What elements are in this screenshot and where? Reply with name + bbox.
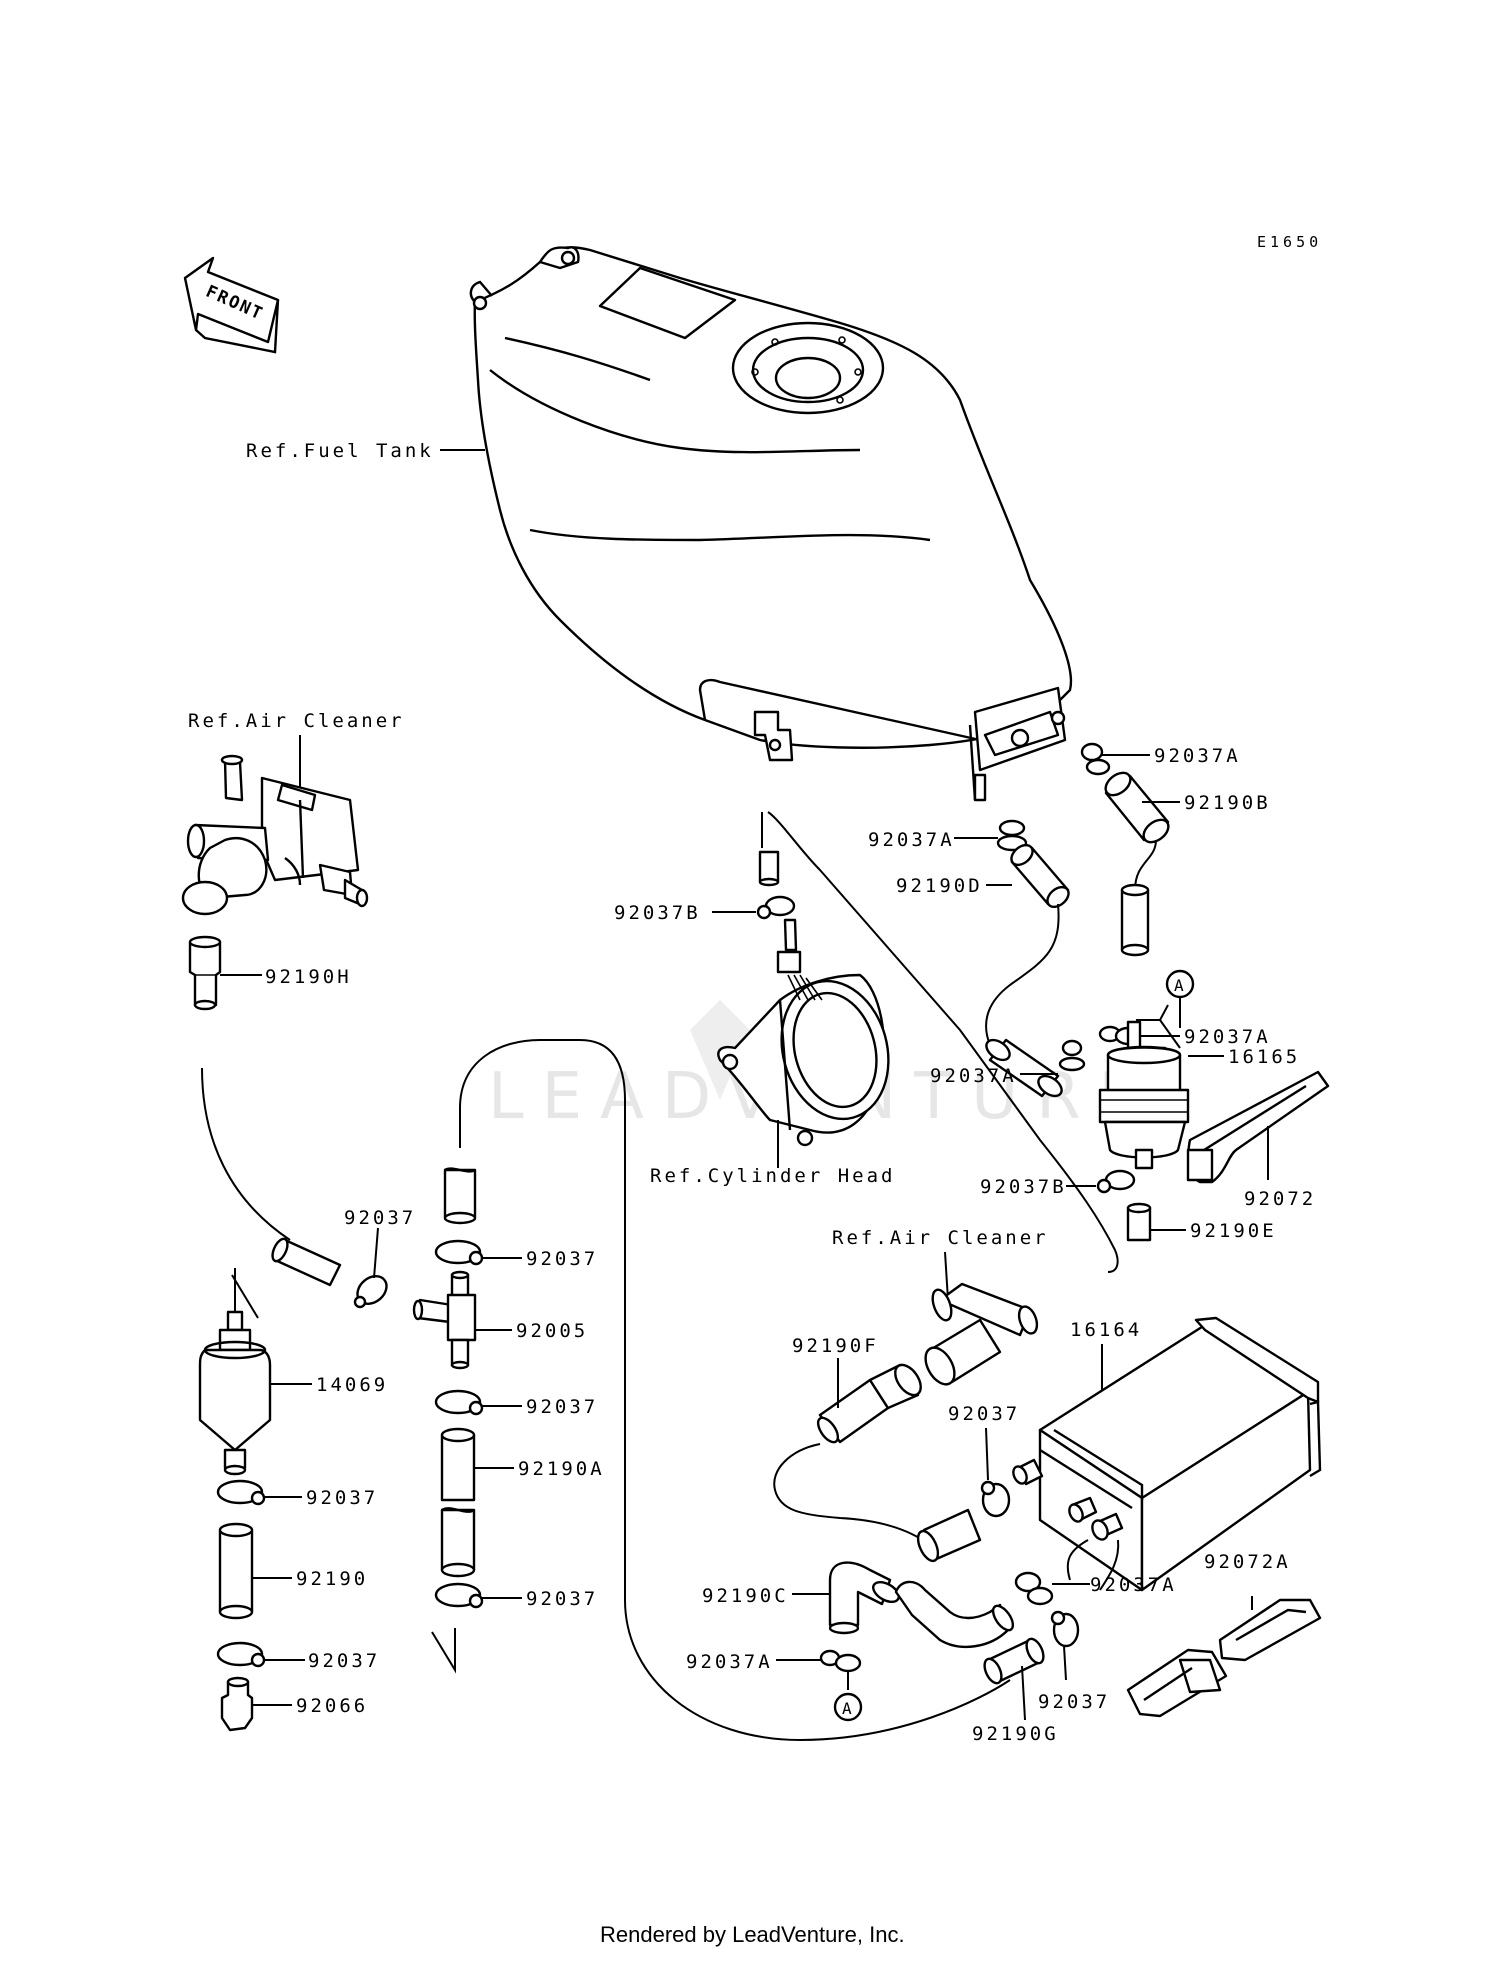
canister-16164	[1012, 1316, 1322, 1592]
hose-92190G	[983, 1637, 1045, 1685]
fuel-tank	[469, 246, 1073, 802]
label-92190D: 92190D	[896, 875, 983, 897]
marker-a-2	[833, 1692, 863, 1722]
arrow-line-14069	[231, 1274, 259, 1319]
hose-canister-link	[916, 1508, 982, 1563]
clamp-92037-g	[980, 1480, 1011, 1518]
ref-fuel-tank-label: Ref.Fuel Tank	[246, 440, 434, 462]
label-92037A-5: 92037A	[1090, 1574, 1177, 1596]
leader-92037-1	[373, 1227, 379, 1279]
ref-air-cleaner-label-1: Ref.Air Cleaner	[188, 710, 405, 732]
leader-air-cleaner-2	[944, 1251, 949, 1301]
leader-16165-top	[1136, 1004, 1181, 1049]
label-92066: 92066	[296, 1695, 368, 1717]
clamp-92037A-d	[1058, 1039, 1086, 1072]
clamp-92037-h	[1050, 1610, 1080, 1648]
diagram-code: E1650	[1257, 233, 1322, 251]
label-92190E: 92190E	[1190, 1220, 1277, 1242]
strap-92072A	[1126, 1598, 1322, 1718]
hose-line-92190D	[985, 903, 1060, 1046]
hose-92190F	[816, 1363, 922, 1444]
footer-credit: Rendered by LeadVenture, Inc.	[600, 1922, 905, 1947]
hose-line-center	[459, 1039, 1011, 1742]
separator-16165	[1098, 1020, 1190, 1170]
label-92190H: 92190H	[265, 966, 352, 988]
tee-joint-92005	[412, 1270, 477, 1370]
label-92037-3: 92037	[526, 1396, 598, 1418]
label-92037-8: 92037	[1038, 1691, 1110, 1713]
label-92037A-1: 92037A	[1154, 745, 1241, 767]
label-92037B-2: 92037B	[980, 1176, 1067, 1198]
label-92037-4: 92037	[526, 1588, 598, 1610]
label-92037-5: 92037	[306, 1487, 378, 1509]
hose-92190	[218, 1522, 254, 1620]
label-92037-2: 92037	[526, 1248, 598, 1270]
label-circle-a-1: A	[1174, 976, 1184, 995]
label-92072A: 92072A	[1204, 1551, 1291, 1573]
label-92072: 92072	[1244, 1188, 1316, 1210]
label-92037-6: 92037	[308, 1650, 380, 1672]
hose-line-cylinder	[767, 811, 1119, 1273]
label-92037B-1: 92037B	[614, 902, 701, 924]
leader-92190G	[1021, 1665, 1026, 1721]
hose-line-canister-2	[1099, 1539, 1120, 1591]
clamp-92037-d	[434, 1239, 484, 1266]
hose-92190B	[1104, 771, 1170, 844]
hose-92190E	[1126, 1202, 1152, 1242]
hose-line-92190B	[1134, 839, 1157, 891]
clamp-92037-a	[353, 1275, 388, 1309]
label-92190C: 92190C	[702, 1585, 789, 1607]
front-arrow-icon: FRONT	[183, 256, 280, 354]
clamp-92037-e	[434, 1389, 484, 1416]
label-92037A-3: 92037A	[1184, 1026, 1271, 1048]
label-16164: 16164	[1070, 1319, 1142, 1341]
label-92190B: 92190B	[1184, 792, 1271, 814]
intake-holder-cylinder-head	[717, 918, 890, 1147]
hose-line-left	[201, 1067, 291, 1241]
hose-small-cylinder-top	[758, 850, 780, 887]
clamp-92037A-e	[1014, 1571, 1054, 1606]
clamp-92037B-a	[756, 895, 796, 920]
hose-top-center	[443, 1167, 477, 1225]
label-92037A-2: 92037A	[868, 829, 955, 851]
label-92037-top-canister: 92037	[948, 1403, 1020, 1425]
tee-fitting-air-cleaner	[924, 1282, 1039, 1386]
hose-92190A	[440, 1427, 476, 1578]
clamp-92037A-a	[1080, 742, 1111, 776]
ref-cylinder-head-label: Ref.Cylinder Head	[650, 1165, 895, 1187]
arrow-line-center-bottom	[431, 1628, 456, 1674]
hose-right-lower	[985, 1038, 1063, 1098]
clamp-92037-b	[216, 1479, 266, 1506]
label-92190F: 92190F	[792, 1335, 879, 1357]
hose-92190H	[188, 935, 222, 1011]
clamp-92037A-f	[819, 1649, 862, 1673]
hose-right-vertical	[1120, 883, 1150, 957]
label-92037-1: 92037	[344, 1207, 416, 1229]
air-cleaner-fitting-left	[181, 754, 369, 916]
label-16165: 16165	[1228, 1046, 1300, 1068]
cap-92066	[220, 1676, 254, 1732]
leader-92037-8-top	[985, 1427, 989, 1481]
hose-92190D	[1010, 843, 1070, 909]
clamp-92037-f	[434, 1582, 484, 1609]
label-92005: 92005	[516, 1320, 588, 1342]
hose-line-canister-1	[1066, 1539, 1089, 1581]
label-92190A: 92190A	[518, 1458, 605, 1480]
strap-92072	[1186, 1070, 1330, 1184]
label-92190: 92190	[296, 1568, 368, 1590]
hose-92190C	[828, 1561, 1015, 1648]
label-92037A-4: 92037A	[930, 1065, 1017, 1087]
label-circle-a-2: A	[842, 1699, 852, 1718]
ref-air-cleaner-label-2: Ref.Air Cleaner	[832, 1227, 1049, 1249]
clamp-92037B-b	[1096, 1169, 1136, 1194]
label-92190G: 92190G	[972, 1723, 1059, 1745]
clamp-92037-c	[216, 1641, 266, 1668]
fuel-filter-14069	[198, 1310, 272, 1476]
hose-segment-left	[271, 1237, 342, 1287]
leader-92037-8	[1063, 1645, 1067, 1681]
label-92037A-6: 92037A	[686, 1651, 773, 1673]
label-14069: 14069	[316, 1374, 388, 1396]
hose-line-92190F	[773, 1443, 931, 1546]
